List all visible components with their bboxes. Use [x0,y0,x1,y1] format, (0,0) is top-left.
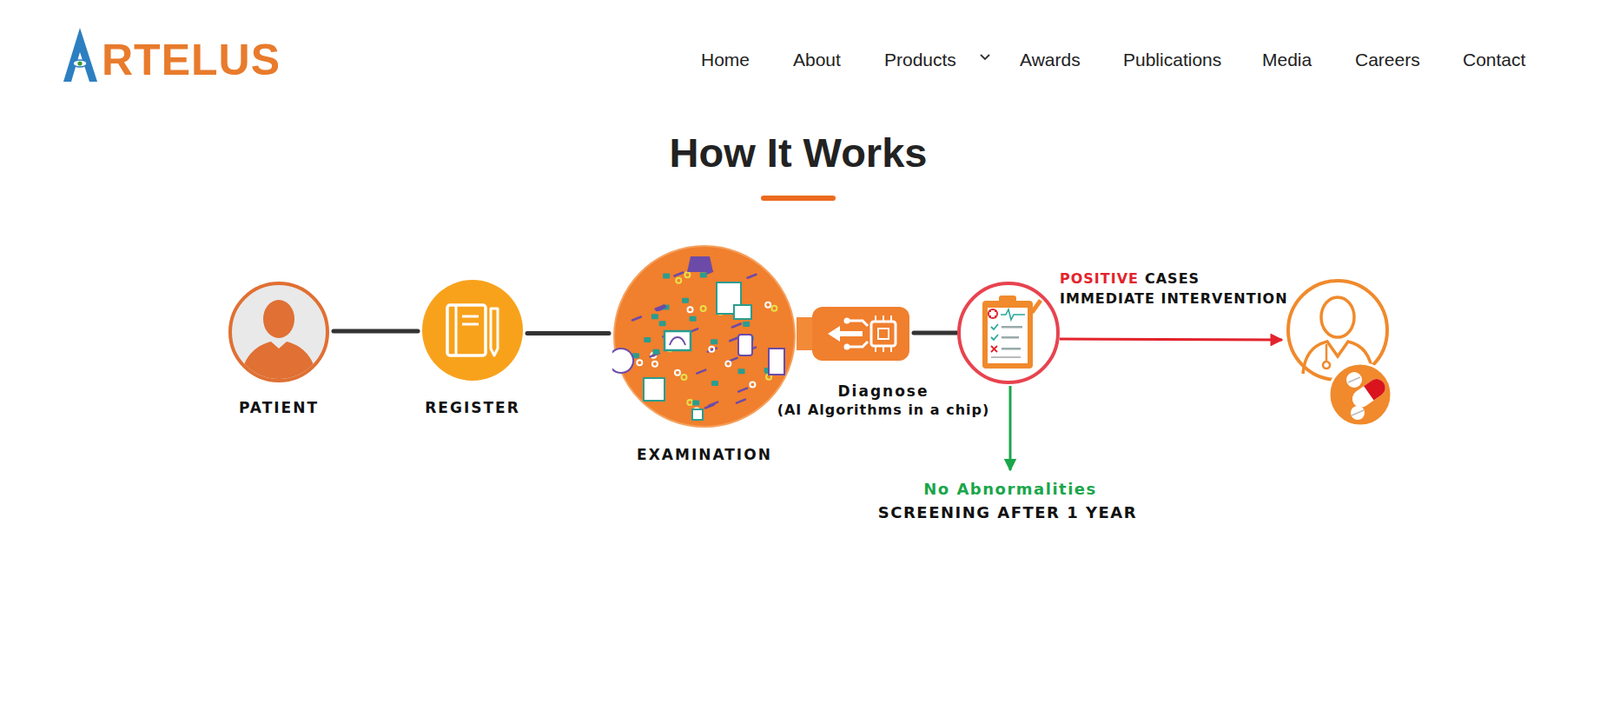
outcome-label: POSITIVE [1059,270,1139,288]
nav-link: Products [884,49,957,71]
nav-link: Contact [1462,49,1526,71]
outcome-label: No Abnormalities [923,479,1098,499]
step-icon [796,306,910,361]
step-icon [421,278,524,382]
logo-text: RTELUS [101,36,281,84]
normal-arrow [1009,385,1012,470]
step-node: Diagnose(AI Algorithms in a chip) [757,306,1010,420]
doctor-icon [1288,280,1392,426]
logo-mark [63,27,98,82]
nav-link: Media [1262,49,1312,71]
step-label: REGISTER [421,397,524,417]
outcome-label: IMMEDIATE INTERVENTION [1059,290,1289,308]
outcome-label: SCREENING AFTER 1 YEAR [878,502,1138,523]
nav-link: Publications [1123,49,1222,71]
page-title: How It Works [669,128,928,178]
step-label: PATIENT [227,397,331,417]
outcome-label: CASES [1144,270,1200,288]
nav-link: Careers [1355,49,1421,71]
report-icon [958,283,1058,383]
step-icon [227,280,331,384]
positive-arrow [1059,338,1283,340]
step-node: REGISTER [421,278,524,417]
flow-connector [333,329,418,334]
flow-connector [527,330,609,336]
dropdown-chevron [980,54,990,60]
step-node: EXAMINATION [612,244,797,464]
step-label: EXAMINATION [612,444,797,464]
nav-link: About [793,49,841,71]
step-label: (AI Algorithms in a chip) [757,400,1010,420]
nav-link: Home [700,49,750,71]
step-node: PATIENT [227,280,331,417]
nav-link: Awards [1019,49,1081,71]
step-label: Diagnose [757,381,1010,401]
step-icon [612,244,797,429]
connector-line [913,330,958,336]
title-underline [760,195,836,201]
